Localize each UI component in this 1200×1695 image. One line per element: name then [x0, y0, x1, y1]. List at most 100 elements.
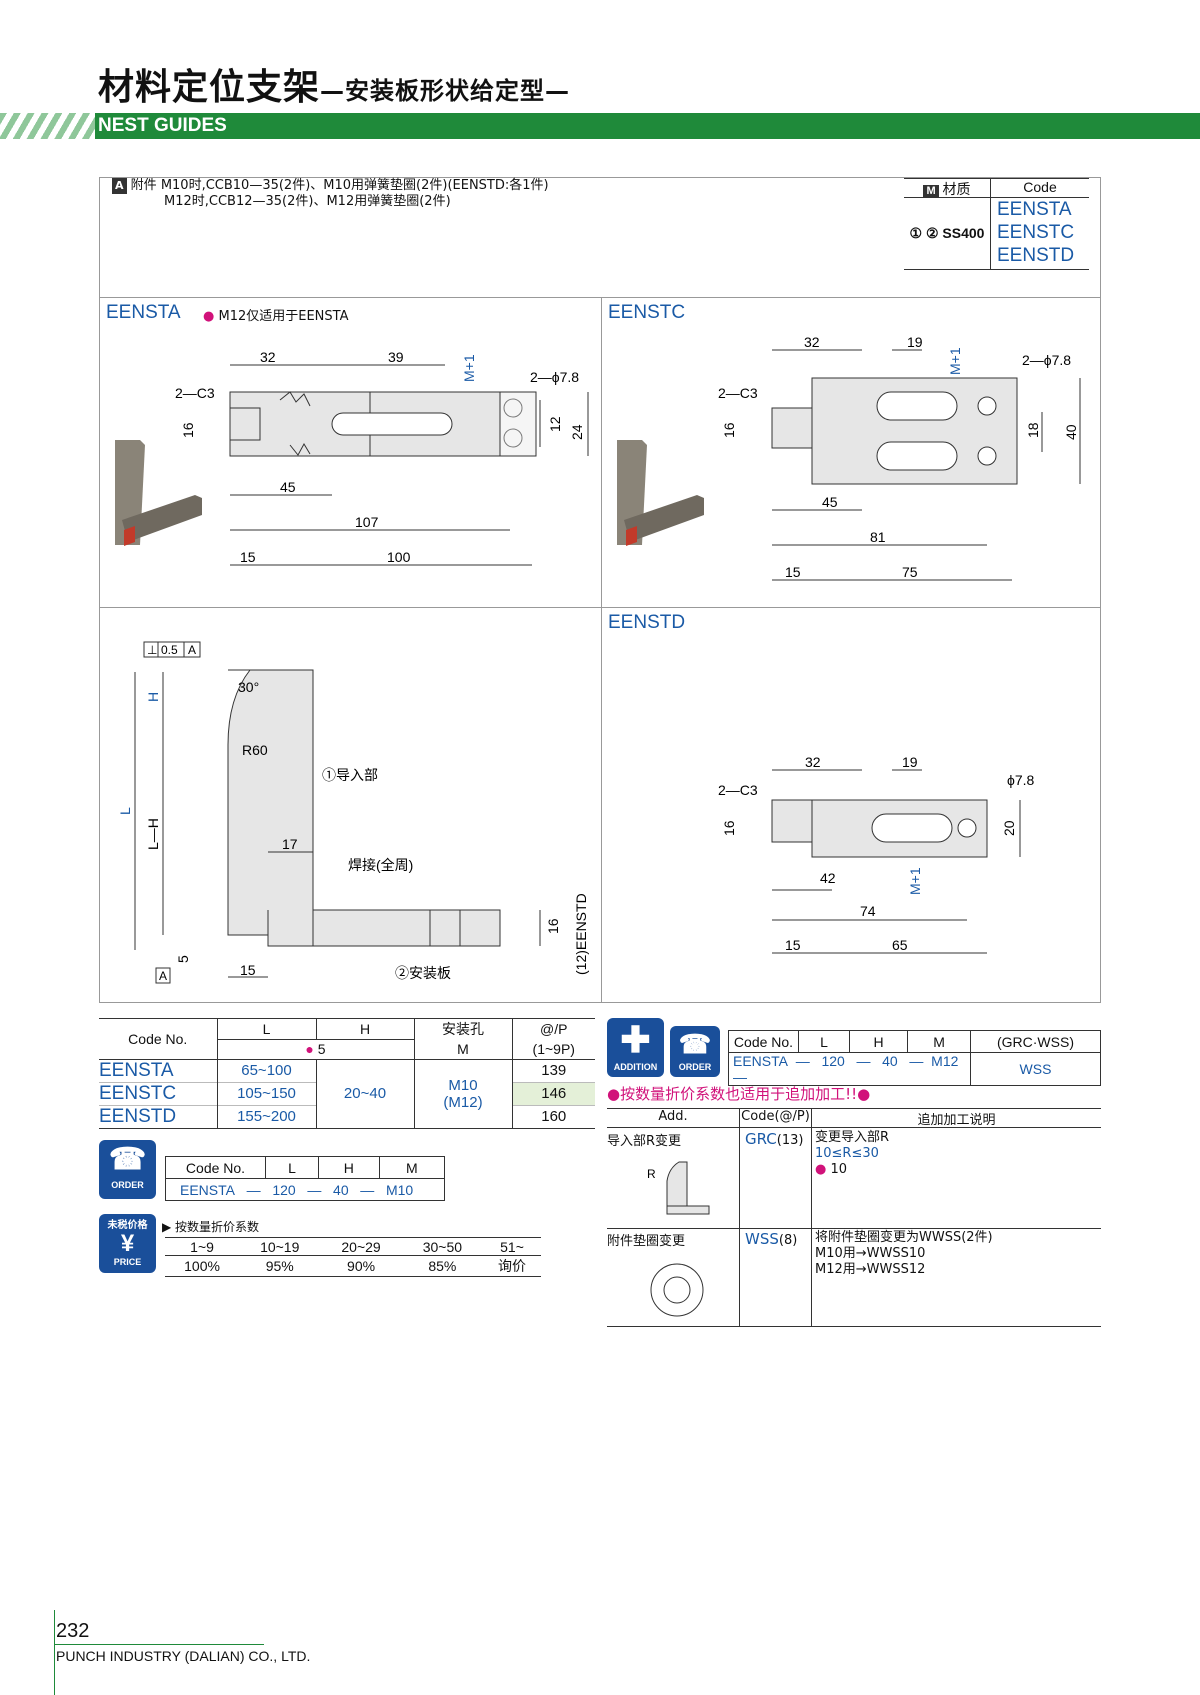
dim-text: 2—ϕ7.8	[530, 369, 579, 385]
dim-text: 16	[721, 820, 737, 836]
material-table: M 材质 Code ① ② SS400 EENSTA EENSTC EENSTD	[904, 178, 1089, 270]
accessory-note: A 附件 M10时,CCB10—35(2件)、M10用弹簧垫圈(2件)(EENS…	[112, 178, 549, 210]
dim-text: L	[117, 807, 133, 815]
part1-label: ①导入部	[322, 767, 378, 783]
angle-label: 30°	[238, 679, 259, 695]
eenstd-title: EENSTD	[608, 612, 686, 633]
section-stripes	[0, 113, 95, 139]
accessory-line2: M12时,CCB12—35(2件)、M12用弹簧垫圈(2件)	[164, 194, 451, 209]
dim-text: 17	[282, 836, 298, 852]
dim-text: 19	[902, 754, 918, 770]
radius-label: R60	[242, 742, 268, 758]
weld-label: 焊接(全周)	[348, 857, 413, 873]
warning-icon: ●	[203, 309, 215, 324]
dim-text: ϕ7.8	[1007, 772, 1035, 788]
dim-text: 12	[547, 416, 563, 432]
dim-text: 24	[569, 424, 585, 440]
dim-text: 81	[870, 529, 886, 545]
dim-text: 32	[805, 754, 821, 770]
dim-text: 16	[545, 918, 561, 934]
addition-row-name: 附件垫圈变更	[607, 1234, 686, 1249]
eensta-photo	[115, 440, 202, 546]
dim-text: 2—C3	[718, 385, 758, 401]
dim-text: 32	[260, 349, 276, 365]
section-bar	[0, 113, 1200, 139]
addition-note: ●按数量折价系数也适用于追加加工!!●	[607, 1085, 871, 1103]
dim-text: 2—ϕ7.8	[1022, 352, 1071, 368]
svg-text:⊥: ⊥	[147, 643, 157, 657]
eenstc-photo	[617, 440, 704, 546]
dim-text: 39	[388, 349, 404, 365]
title-sub: —安装板形状给定型—	[320, 77, 571, 105]
dim-text: 100	[387, 549, 411, 565]
eenstc-title: EENSTC	[608, 302, 686, 323]
eensta-drawing: 32 39 M+1 2—ϕ7.8 2—C3 16 12 24 45 107 15…	[115, 349, 589, 566]
dim-text: 45	[822, 494, 838, 510]
dim-text: 2—C3	[175, 385, 215, 401]
datum-label: A	[188, 643, 196, 657]
dim-text: 15	[240, 962, 256, 978]
dim-text: M+1	[461, 354, 477, 382]
dim-text: 32	[804, 334, 820, 350]
row-code: EENSTA	[99, 1059, 174, 1081]
dim-text: 42	[820, 870, 836, 886]
dim-text: 75	[902, 564, 918, 580]
increment-icon: ●	[815, 1162, 827, 1177]
grc-figure: R	[647, 1161, 710, 1215]
tolerance-value: 0.5	[161, 643, 178, 657]
dim-text: 107	[355, 514, 379, 530]
row-code: EENSTC	[99, 1082, 177, 1104]
price-icon: 未税价格 ¥ PRICE	[99, 1214, 156, 1273]
dim-text: 5	[175, 955, 191, 963]
addition-order-icon: ☎ ORDER	[670, 1026, 720, 1077]
accessory-badge: A	[112, 178, 127, 194]
dim-text: 45	[280, 479, 296, 495]
addition-row-name: 导入部R变更	[607, 1134, 682, 1149]
dim-text: 74	[860, 903, 876, 919]
row-code: EENSTD	[99, 1105, 177, 1127]
section-title: NEST GUIDES	[98, 115, 227, 136]
material-code-a: EENSTA	[997, 199, 1072, 220]
eensta-note: ● M12仅适用于EENSTA	[203, 309, 349, 324]
accessory-label: 附件	[130, 178, 157, 193]
dim-text: 16	[180, 422, 196, 438]
company-name: PUNCH INDUSTRY (DALIAN) CO., LTD.	[56, 1648, 311, 1664]
washer-figure	[650, 1263, 704, 1317]
side-view-drawing: ⊥ 0.5 A 30° R60 ①导入部 焊接(全周) ②安装板 H L L—H…	[117, 641, 589, 984]
eenstd-drawing: 32 19 ϕ7.8 2—C3 16 20 42 M+1 74 15 65	[718, 754, 1035, 954]
dim-text: 15	[240, 549, 256, 565]
material-code-c: EENSTC	[997, 222, 1075, 243]
dim-text: M+1	[947, 347, 963, 375]
part2-label: ②安装板	[395, 965, 451, 981]
drawing-panel	[99, 177, 1101, 1003]
datum-label: A	[159, 969, 167, 983]
page-number: 232	[56, 1620, 90, 1642]
dim-text: H	[145, 692, 161, 702]
increment-icon: ●	[305, 1041, 314, 1057]
accessory-line1: M10时,CCB10—35(2件)、M10用弹簧垫圈(2件)(EENSTD:各1…	[160, 178, 549, 193]
price-label: ▶ 按数量折价系数	[162, 1220, 260, 1234]
dim-text: 20	[1001, 820, 1017, 836]
spec-table: Code No. L H 安装孔 @/P ● 5 M (1~9P) EENSTA…	[99, 1018, 595, 1129]
dim-text: 15	[785, 564, 801, 580]
dim-text: 40	[1063, 424, 1079, 440]
dim-text: 18	[1025, 422, 1041, 438]
dim-text: L—H	[145, 818, 161, 850]
dim-text: 19	[907, 334, 923, 350]
addition-icon: ✚ ADDITION	[607, 1018, 664, 1077]
dim-text: (12)EENSTD	[573, 893, 589, 975]
order-icon: ☎ ORDER	[99, 1140, 156, 1199]
dim-text: M+1	[907, 867, 923, 895]
dim-text: 2—C3	[718, 782, 758, 798]
page-title: 材料定位支架—安装板形状给定型—	[98, 58, 570, 110]
title-main: 材料定位支架	[98, 67, 321, 108]
dim-text: 15	[785, 937, 801, 953]
eenstc-drawing: 32 19 M+1 2—ϕ7.8 2—C3 16 18 40 45 81 15 …	[617, 334, 1081, 581]
svg-text:R: R	[647, 1167, 656, 1181]
material-value: ① ② SS400	[909, 225, 985, 241]
addition-table: Add. Code(@/P) 追加加工说明 导入部R变更 GRC(13) 变更导…	[607, 1108, 1101, 1328]
material-code-d: EENSTD	[997, 245, 1075, 266]
